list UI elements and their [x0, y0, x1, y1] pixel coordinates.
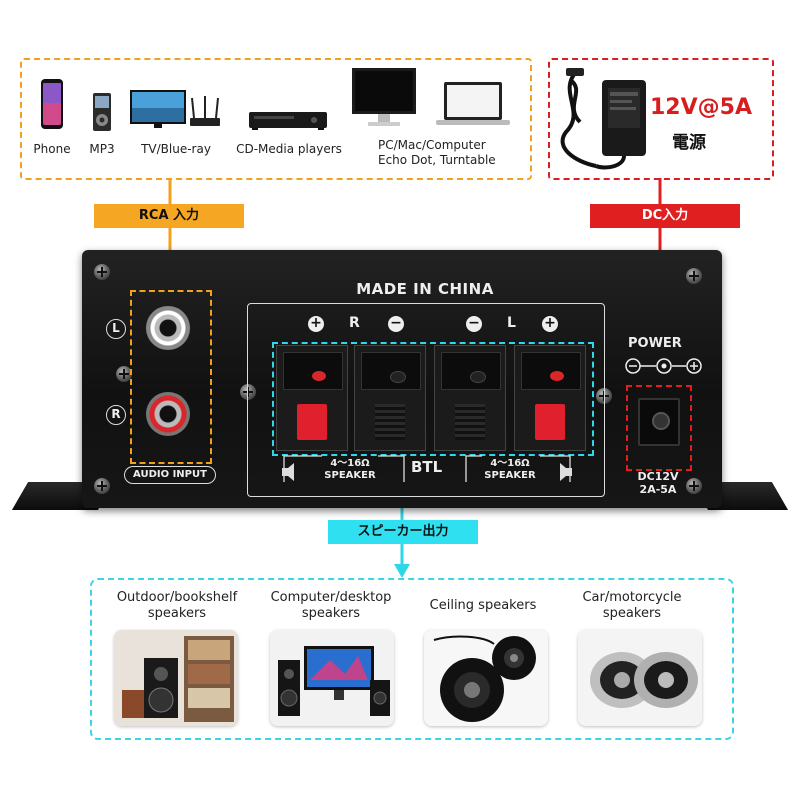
- minus-icon: −: [466, 316, 482, 332]
- car-speaker-icon: [578, 630, 702, 726]
- rca-left-jack[interactable]: [146, 306, 190, 350]
- audio-source-panel: [20, 58, 532, 180]
- plus-icon: +: [308, 316, 324, 332]
- source-pc: PC/Mac/Computer Echo Dot, Turntable: [348, 66, 518, 172]
- cd-player-icon: [249, 112, 327, 130]
- speaker-terminal-r-plus[interactable]: [276, 345, 348, 451]
- source-tv-label: TV/Blue-ray: [141, 142, 211, 156]
- screw-icon: [116, 366, 132, 382]
- ceiling-speaker-icon: [424, 630, 548, 726]
- speaker-output-panel: [90, 578, 734, 740]
- power-rating: 12V@5A: [650, 95, 752, 120]
- rca-left-label: L: [106, 319, 126, 339]
- speaker-output-tag: スピーカー出力: [328, 520, 478, 544]
- desktop-speaker-icon: [270, 630, 394, 726]
- monitor-laptop-icon: [352, 68, 510, 126]
- speaker-terminal-highlight: [272, 342, 594, 456]
- mp3-player-icon: [93, 93, 111, 131]
- source-tv: TV/Blue-ray: [128, 78, 224, 158]
- speaker-panel-outline: [247, 303, 605, 497]
- rca-input-highlight: [130, 290, 212, 464]
- right-channel-label: R: [349, 315, 360, 331]
- bookshelf-speaker-icon: [114, 630, 238, 726]
- dc-input-highlight: [626, 385, 692, 471]
- rca-input-tag: RCA 入力: [94, 204, 244, 228]
- screw-icon: [94, 478, 110, 494]
- plus-icon: +: [542, 316, 558, 332]
- screw-icon: [240, 384, 256, 400]
- btl-label: BTL: [411, 458, 443, 476]
- source-pc-label: PC/Mac/Computer: [378, 138, 486, 152]
- source-mp3: MP3: [82, 78, 122, 158]
- speaker-terminal-l-plus[interactable]: [514, 345, 586, 451]
- tv-router-icon: [130, 90, 220, 128]
- made-in-label: MADE IN CHINA: [356, 280, 494, 298]
- rca-right-label: R: [106, 405, 126, 425]
- dc-polarity-icon: [625, 358, 702, 374]
- phone-icon: [41, 79, 63, 129]
- power-adapter-icon: [560, 68, 646, 170]
- dc-input-tag: DC入力: [590, 204, 740, 228]
- speaker-bracket-lines: [282, 455, 572, 482]
- audio-input-label: AUDIO INPUT: [124, 466, 216, 484]
- speaker-terminal-l-minus[interactable]: [434, 345, 506, 451]
- output-ceiling-title: Ceiling speakers: [429, 598, 537, 613]
- source-phone: Phone: [32, 78, 72, 158]
- rca-right-jack[interactable]: [146, 392, 190, 436]
- power-label: 電源: [672, 133, 706, 153]
- source-phone-label: Phone: [33, 142, 71, 156]
- source-cd: CD-Media players: [230, 78, 348, 158]
- source-mp3-label: MP3: [89, 142, 115, 156]
- source-cd-label: CD-Media players: [236, 142, 342, 156]
- screw-icon: [94, 264, 110, 280]
- speaker-terminal-r-minus[interactable]: [354, 345, 426, 451]
- minus-icon: −: [388, 316, 404, 332]
- screw-icon: [686, 268, 702, 284]
- screw-icon: [686, 478, 702, 494]
- power-label-amp: POWER: [628, 336, 682, 351]
- dc-power-jack[interactable]: [638, 398, 680, 446]
- left-channel-label: L: [507, 315, 516, 331]
- source-pc-label-2: Echo Dot, Turntable: [378, 153, 496, 167]
